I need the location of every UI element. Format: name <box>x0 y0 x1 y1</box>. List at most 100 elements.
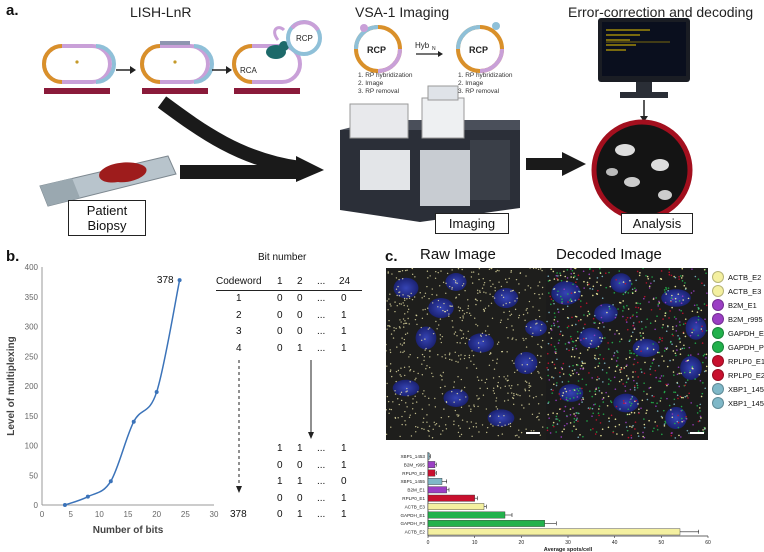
lish-lnr-title: LISH-LnR <box>130 4 192 20</box>
y-tick-label: 150 <box>25 412 39 421</box>
legend-swatch <box>712 271 724 283</box>
bit-value: ... <box>317 443 326 454</box>
table-arrows <box>236 360 314 493</box>
bar <box>427 461 436 468</box>
patient-biopsy-label: Patient Biopsy <box>68 200 146 236</box>
bit-value: 1 <box>297 443 303 454</box>
legend-swatch <box>712 313 724 325</box>
bit-value: ... <box>317 293 326 304</box>
bit-value: 0 <box>277 293 283 304</box>
data-point <box>131 419 136 424</box>
vsa-instrument <box>340 85 520 222</box>
x-axis-label: Average spots/cell <box>544 547 593 552</box>
bit-value: ... <box>317 459 326 471</box>
gene-legend: ACTB_E2ACTB_E3B2M_E1B2M_r995GAPDH_E1GAPD… <box>712 270 764 410</box>
bit-value: ... <box>317 342 326 354</box>
y-tick-label: 0 <box>34 501 39 510</box>
bar-category-label: RPLP0_E2 <box>402 471 425 476</box>
data-point <box>154 389 159 394</box>
bit-value: 1 <box>341 492 347 504</box>
x-axis-label: Number of bits <box>93 525 164 536</box>
analysis-label: Analysis <box>621 213 693 234</box>
legend-swatch <box>712 383 724 395</box>
data-point <box>62 503 67 507</box>
codeword-value: 4 <box>236 342 242 354</box>
bar <box>427 511 506 519</box>
raw-image-title: Raw Image <box>420 246 496 263</box>
rca-drawing <box>232 20 322 94</box>
rca-label: RCA <box>240 66 258 75</box>
bit-value: 1 <box>341 443 347 454</box>
legend-item: RPLP0_E2 <box>712 368 764 382</box>
bit-value: 0 <box>277 509 283 520</box>
data-point <box>177 278 182 283</box>
step-item: 2. Image <box>458 80 484 87</box>
panel-b-label: b. <box>6 248 20 265</box>
bar-category-label: XBP1_1455 <box>400 479 425 484</box>
x-tick-label: 40 <box>612 540 618 546</box>
legend-swatch <box>712 369 724 381</box>
x-tick-label: 15 <box>124 510 133 519</box>
table-divider <box>216 290 362 291</box>
bit-value: 0 <box>277 492 283 504</box>
bar <box>427 528 681 536</box>
vsa-imaging-title: VSA-1 Imaging <box>355 4 450 20</box>
bit-value: 0 <box>297 309 303 321</box>
probe-loop-2 <box>140 41 214 94</box>
bar-category-label: ACTB_E2 <box>405 530 426 535</box>
x-tick-label: 30 <box>565 540 571 546</box>
legend-label: RPLP0_E2 <box>728 370 764 380</box>
bit-col-header: 1 <box>277 276 283 287</box>
bit-value: 0 <box>277 326 283 337</box>
bit-col-header: 24 <box>339 276 351 287</box>
probe-loop-1 <box>42 44 116 94</box>
bit-value: 1 <box>341 342 347 354</box>
x-tick-label: 20 <box>152 510 161 519</box>
hyb-subscript: N <box>432 46 436 52</box>
step-item: 1. RP hybridization <box>358 72 413 79</box>
bit-col-header: ... <box>317 276 326 287</box>
y-tick-label: 350 <box>25 293 39 302</box>
x-tick-label: 25 <box>181 510 190 519</box>
legend-item: XBP1_1453 <box>712 382 764 396</box>
x-tick-label: 20 <box>519 540 525 546</box>
x-tick-label: 5 <box>68 510 73 519</box>
bar-category-label: XBP1_1453 <box>400 454 425 459</box>
bar-category-label: GAPDH_E1 <box>400 513 425 518</box>
bar <box>427 452 430 460</box>
decoded-image-title: Decoded Image <box>556 246 662 263</box>
series-line <box>64 279 181 506</box>
bar-category-label: B2M_r995 <box>404 462 426 467</box>
step-item: 2. Image <box>358 80 384 87</box>
bit-value: 1 <box>297 342 303 354</box>
monitor-icon <box>598 18 690 98</box>
bit-value: ... <box>317 326 326 337</box>
step-item: 3. RP removal <box>358 88 400 95</box>
bit-value: 1 <box>341 309 347 321</box>
x-tick-label: 50 <box>659 540 665 546</box>
step-item: 1. RP hybridization <box>458 72 513 79</box>
bit-value: 0 <box>341 476 347 487</box>
rcp-circle-left <box>354 24 402 73</box>
bar <box>427 486 447 494</box>
bar-category-label: RPLP0_E1 <box>402 496 425 501</box>
bar <box>427 478 443 485</box>
legend-label: B2M_E1 <box>728 300 757 310</box>
bar <box>427 469 436 477</box>
data-point <box>108 479 113 484</box>
legend-label: RPLP0_E1 <box>728 356 764 366</box>
panel-c-label: c. <box>385 248 398 265</box>
y-axis-label: Level of multiplexing <box>6 336 17 435</box>
legend-item: ACTB_E2 <box>712 270 764 284</box>
data-point <box>85 494 90 499</box>
rcp-label-right: RCP <box>469 45 488 55</box>
legend-item: ACTB_E3 <box>712 284 764 298</box>
legend-label: ACTB_E2 <box>728 272 762 282</box>
bit-value: ... <box>317 309 326 321</box>
rcp-label-left: RCP <box>367 45 386 55</box>
legend-item: B2M_E1 <box>712 298 764 312</box>
codeword-value: 378 <box>230 509 247 520</box>
x-tick-label: 10 <box>472 540 478 546</box>
bit-value: ... <box>317 492 326 504</box>
panel-a-label: a. <box>6 2 19 19</box>
